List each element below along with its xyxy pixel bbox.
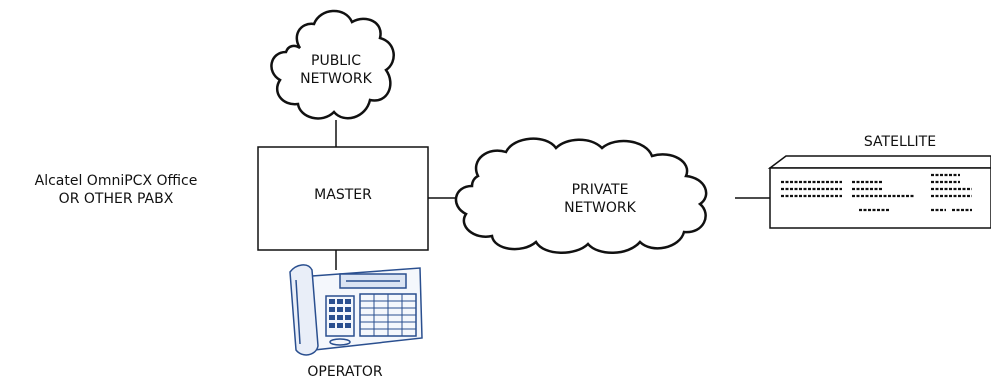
- private-network-line1: PRIVATE: [571, 182, 629, 198]
- master-box: [257, 146, 429, 251]
- satellite-label: SATELLITE: [863, 134, 937, 150]
- private-network-label: PRIVATE NETWORK: [540, 181, 660, 217]
- pabx-caption-line1: Alcatel OmniPCX Office: [34, 173, 198, 189]
- public-network-label: PUBLIC NETWORK: [295, 52, 377, 88]
- master-label: MASTER: [314, 187, 372, 203]
- public-network-line1: PUBLIC: [311, 53, 361, 69]
- private-network-cloud: [454, 137, 708, 254]
- pabx-caption-line2: OR OTHER PABX: [58, 191, 174, 207]
- operator-phone-icon: [289, 264, 423, 356]
- public-network-cloud: [270, 9, 395, 120]
- private-network-line2: NETWORK: [564, 200, 636, 216]
- public-network-line2: NETWORK: [300, 71, 372, 87]
- operator-label: OPERATOR: [307, 364, 383, 380]
- satellite-unit: [767, 155, 991, 229]
- pabx-caption: Alcatel OmniPCX Office OR OTHER PABX: [2, 172, 230, 208]
